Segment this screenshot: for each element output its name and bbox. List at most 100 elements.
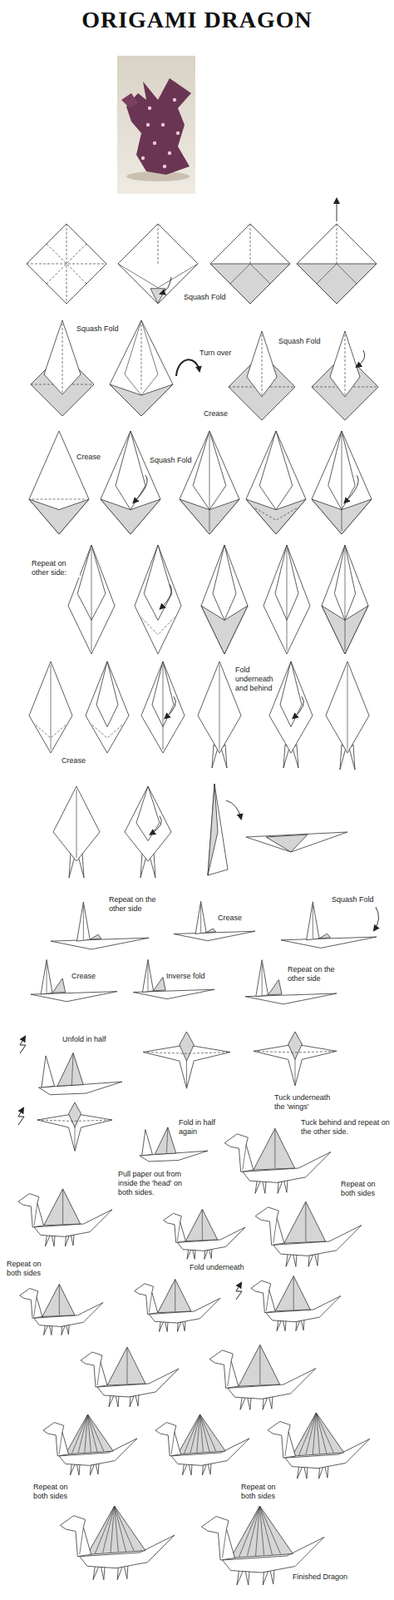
- paper-face: [135, 1393, 139, 1405]
- dragon-model: [251, 1275, 341, 1330]
- fold-line: [34, 1201, 38, 1225]
- paper-face: [26, 223, 107, 304]
- paper-face: [52, 977, 66, 992]
- fold-line: [305, 1200, 306, 1241]
- step-note: Crease: [71, 970, 96, 981]
- paper-face: [45, 1233, 51, 1245]
- paper-face: [265, 833, 308, 852]
- step-note: Squash Fold: [76, 324, 119, 334]
- paper-face: [95, 1461, 99, 1473]
- folded-base: [269, 660, 313, 768]
- fold-line: [261, 961, 263, 995]
- paper-face: [44, 320, 81, 394]
- paper-face: [154, 1126, 177, 1154]
- paper-face: [50, 936, 149, 949]
- paper-face: [141, 660, 185, 753]
- paper-face: [276, 1319, 282, 1330]
- step-note: Tuck underneath the 'wings': [274, 1092, 341, 1111]
- dragon-model: [43, 1413, 138, 1474]
- paper-face: [288, 1030, 303, 1059]
- paper-face: [204, 1249, 208, 1259]
- paper-face: [280, 660, 302, 727]
- fold-arrow: [133, 474, 148, 503]
- fold-line: [197, 1413, 201, 1452]
- paper-face: [124, 785, 172, 861]
- paper-face: [321, 544, 369, 654]
- fold-line: [59, 1282, 60, 1314]
- crease-line: [250, 223, 252, 264]
- photo-flower: [141, 156, 145, 160]
- fold-line: [274, 1127, 276, 1168]
- paper-face: [49, 1324, 52, 1335]
- folded-base: [29, 660, 73, 753]
- paper-face: [315, 1251, 319, 1265]
- paper-face: [268, 979, 283, 995]
- folded-half: [207, 783, 228, 875]
- dragon-model: [224, 1127, 331, 1192]
- paper-face: [306, 901, 320, 940]
- fold-line: [316, 263, 357, 284]
- paper-face: [65, 1413, 114, 1453]
- paper-face: [231, 1504, 294, 1557]
- dragon-model: [19, 1282, 104, 1334]
- paper-face: [109, 320, 173, 416]
- crease-line: [261, 334, 263, 395]
- paper-face: [44, 1187, 81, 1225]
- fold-line: [59, 1430, 63, 1453]
- fold-line: [62, 1187, 64, 1223]
- paper-face: [246, 430, 306, 534]
- fold-line: [347, 664, 349, 749]
- paper-face: [304, 1465, 308, 1478]
- crease-line: [157, 223, 159, 264]
- fold-line: [227, 1359, 232, 1385]
- paper-face: [57, 1051, 84, 1085]
- square-step: [296, 223, 377, 304]
- fold-arrow: [356, 349, 365, 367]
- paper-face: [188, 1462, 193, 1473]
- paper-face: [284, 1178, 288, 1192]
- paper-face: [117, 1566, 123, 1579]
- fold-line: [299, 1411, 317, 1454]
- paper-face: [253, 1127, 296, 1169]
- fold-line: [183, 1413, 200, 1453]
- paper-face: [210, 223, 291, 304]
- paper-face: [262, 1570, 268, 1584]
- paper-face: [134, 1282, 158, 1314]
- fold-line: [190, 1413, 201, 1452]
- fold-line: [256, 1504, 261, 1555]
- paper-face: [42, 1282, 75, 1315]
- fold-line: [97, 1360, 101, 1384]
- step-note: Repeat on both sides: [340, 1178, 391, 1197]
- paper-face: [269, 660, 313, 753]
- fold-line: [201, 1207, 203, 1239]
- paper-face: [70, 1462, 76, 1473]
- paper-face: [262, 1179, 266, 1192]
- paper-face: [295, 1319, 301, 1330]
- paper-face: [100, 1564, 105, 1578]
- paper-face: [96, 660, 119, 727]
- fold-line: [118, 263, 198, 288]
- crease-line: [35, 723, 66, 738]
- paper-face: [89, 933, 102, 939]
- paper-face: [61, 1324, 65, 1335]
- fold-line: [200, 903, 202, 932]
- photo-flower: [162, 164, 167, 168]
- folded-base: [100, 430, 161, 534]
- crease-line: [46, 243, 87, 284]
- paper-face: [201, 1462, 207, 1473]
- fold-arrow: [176, 359, 200, 376]
- dragon-model: [163, 1207, 246, 1258]
- fold-line: [74, 1126, 76, 1149]
- paper-face: [240, 1395, 247, 1409]
- paper-face: [300, 1318, 305, 1330]
- fold-arrow: [160, 276, 172, 294]
- paper-face: [255, 1206, 285, 1245]
- flat-base: [246, 831, 348, 852]
- paper-face: [100, 430, 161, 534]
- paper-face: [150, 288, 166, 304]
- paper-face: [64, 1234, 69, 1245]
- crease-line: [255, 507, 297, 521]
- folded-base: [124, 785, 172, 877]
- paper-face: [207, 1461, 212, 1473]
